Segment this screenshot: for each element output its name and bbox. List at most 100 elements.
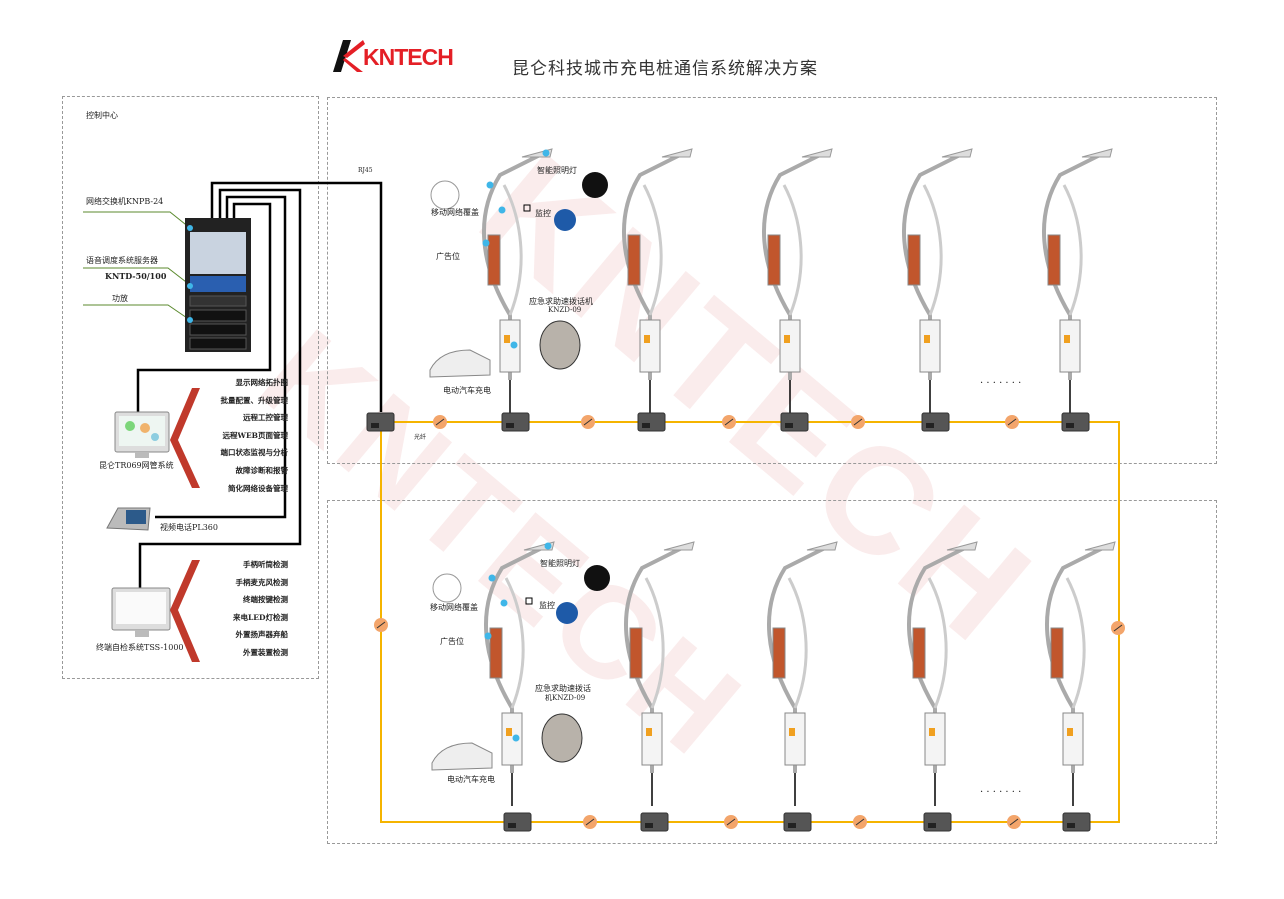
charging-indicator	[506, 728, 512, 736]
feature-chevrons	[170, 388, 200, 662]
charging-box	[501, 712, 523, 766]
charging-box	[924, 712, 946, 766]
pole-arm	[1062, 184, 1083, 316]
tss-label: 终端自检系统TSS-1000	[96, 643, 184, 652]
converter-body	[783, 812, 812, 832]
ev-charging-label: 电动汽车充电	[443, 386, 491, 395]
media-converter	[366, 412, 395, 432]
callout-dot	[500, 599, 508, 607]
server-label: 语音调度系统服务器	[86, 256, 158, 265]
fiber-connector-icon	[722, 415, 736, 429]
media-converter	[783, 812, 812, 832]
feature-item: 外置装置检测	[243, 647, 288, 657]
port	[645, 823, 653, 828]
callout-dot	[512, 734, 520, 742]
rack-callouts	[83, 211, 191, 321]
logo-text: KNTECH	[363, 44, 454, 70]
wifi-icon	[432, 573, 462, 603]
charging-indicator	[924, 335, 930, 343]
street-light	[806, 541, 838, 551]
control-center-box	[62, 96, 319, 679]
callout-dot	[510, 341, 518, 349]
tss-monitor	[111, 587, 171, 637]
light-icon	[582, 172, 608, 198]
callout-dot	[482, 239, 490, 247]
fiber-connector-icon	[433, 415, 447, 429]
fiber-connector-icon	[851, 415, 865, 429]
emergency-phone-image	[539, 320, 581, 370]
feature-item: 端口状态监视与分析	[220, 448, 289, 458]
more-poles-ellipsis: · · · · · · ·	[980, 787, 1022, 798]
smart-pole	[429, 148, 608, 413]
fiber-connector-icon	[583, 815, 597, 829]
smart-pole	[624, 541, 695, 806]
charging-indicator	[646, 728, 652, 736]
pole-body	[622, 153, 681, 380]
pole-arm	[787, 577, 808, 709]
charging-box	[779, 319, 801, 373]
pole-body	[1045, 546, 1104, 773]
charging-indicator	[789, 728, 795, 736]
pole-arm	[927, 577, 948, 709]
pole-body	[762, 153, 821, 380]
pole-body	[1042, 153, 1101, 380]
charging-indicator	[1064, 335, 1070, 343]
feature-item: 终端按键检测	[243, 595, 288, 605]
fiber-connector-icon	[581, 415, 595, 429]
converter-body	[640, 812, 669, 832]
media-converter	[503, 812, 532, 832]
checkbox-icon	[525, 597, 533, 605]
street-light	[1081, 148, 1113, 158]
kntech-logo: KNTECH	[333, 38, 458, 74]
charging-box	[1062, 712, 1084, 766]
smart-pole	[762, 148, 833, 413]
smart-pole	[1045, 541, 1116, 806]
pole-arm	[502, 184, 523, 316]
port	[928, 823, 936, 828]
ad-label: 广告位	[440, 637, 464, 646]
emergency-phone-model: KNZD-09	[548, 306, 582, 314]
street-light	[801, 148, 833, 158]
more-poles-ellipsis: · · · · · · ·	[980, 378, 1022, 389]
pole-body	[902, 153, 961, 380]
charging-box	[641, 712, 663, 766]
smart-pole	[902, 148, 973, 413]
camera-label: 监控	[539, 601, 555, 610]
lighting-label: 智能照明灯	[537, 166, 577, 175]
converter-body	[923, 812, 952, 832]
video-phone-label: 视频电话PL360	[160, 523, 218, 532]
ad-screen	[907, 234, 921, 286]
fiber-connector-icon	[1111, 621, 1125, 635]
pole-arm	[644, 577, 665, 709]
ad-screen	[629, 627, 643, 679]
ev-car-image	[429, 349, 491, 378]
ad-screen	[627, 234, 641, 286]
callout-dot	[488, 574, 496, 582]
feature-item: 外置扬声器弃船	[235, 630, 289, 640]
port	[371, 423, 379, 428]
port	[1067, 823, 1075, 828]
media-converter	[923, 812, 952, 832]
emergency-phone-label: 应急求助速拨话	[535, 684, 591, 693]
media-converter	[780, 412, 809, 432]
emergency-phone-image	[541, 713, 583, 763]
converter-body	[1062, 812, 1091, 832]
smart-pole	[622, 148, 693, 413]
converter-body	[637, 412, 666, 432]
feature-item: 批量配置、升级管理	[220, 395, 289, 405]
port	[926, 423, 934, 428]
callout-dot	[542, 149, 550, 157]
fiber-label: 光纤	[414, 434, 427, 441]
emergency-phone-model: 机KNZD-09	[545, 694, 586, 702]
ad-label: 广告位	[436, 252, 460, 261]
ad-screen	[767, 234, 781, 286]
tr069-monitor	[114, 411, 170, 458]
feature-item: 手柄听筒检测	[243, 560, 288, 569]
pole-arm	[782, 184, 803, 316]
tss-feature-list: 手柄听筒检测 手柄麦克风检测 终端按键检测 来电LED灯检测 外置扬声器弃船 外…	[205, 556, 288, 662]
port	[642, 423, 650, 428]
charging-box	[919, 319, 941, 373]
converter-body	[501, 412, 530, 432]
camera-icon	[556, 602, 578, 624]
fiber-connector-icon	[374, 618, 388, 632]
